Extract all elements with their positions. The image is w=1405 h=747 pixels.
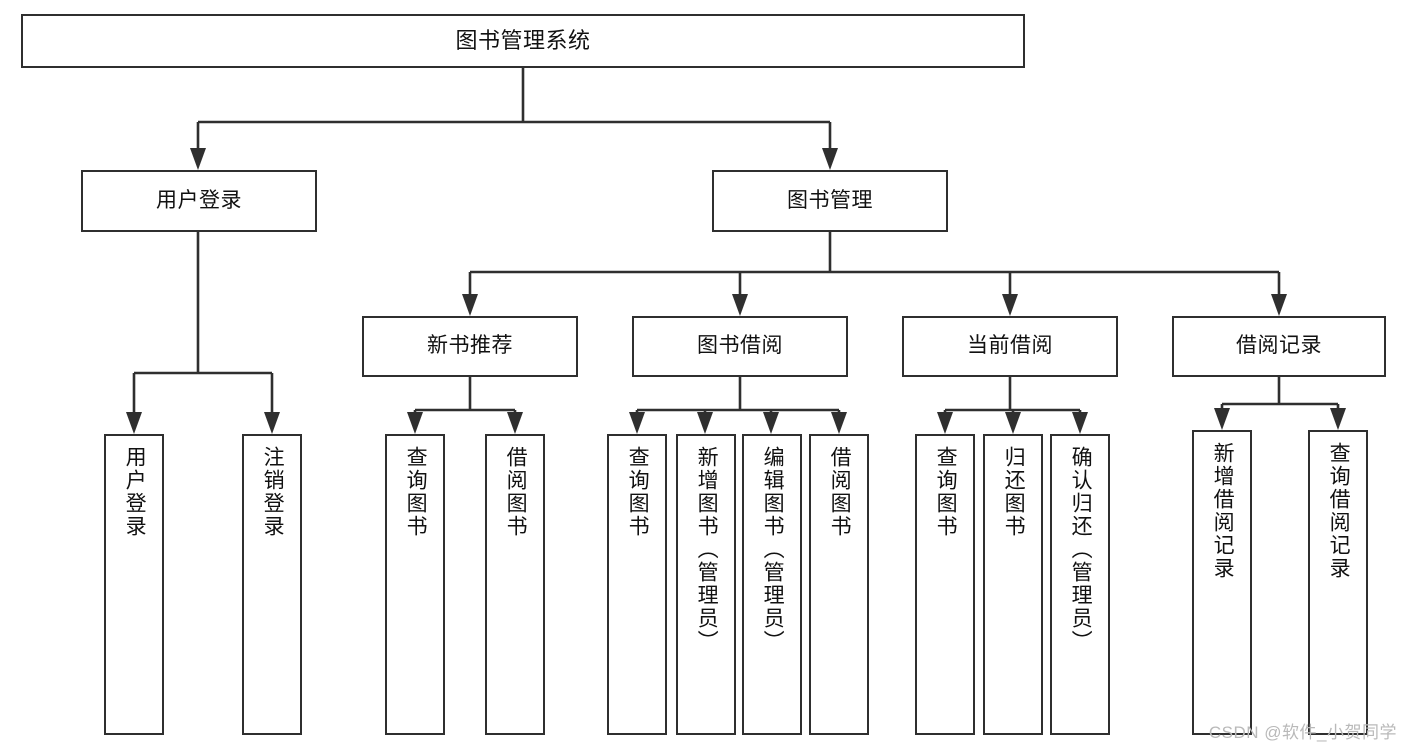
node-leaf-query-record-label: 查询借阅记录 bbox=[1327, 442, 1351, 580]
node-book-manage-label: 图书管理 bbox=[787, 188, 873, 212]
node-new-book-recommend[interactable]: 新书推荐 bbox=[362, 316, 578, 377]
arrow-head-leaf-query-book-3 bbox=[937, 412, 953, 434]
arrow-head-book-borrow bbox=[732, 294, 748, 316]
arrow-head-leaf-borrow-book-2 bbox=[831, 412, 847, 434]
node-current-borrow-label: 当前借阅 bbox=[967, 334, 1053, 358]
node-root-label: 图书管理系统 bbox=[455, 28, 591, 54]
arrow-head-book-manage bbox=[822, 148, 838, 170]
arrow-head-leaf-user-login bbox=[126, 412, 142, 434]
node-leaf-query-book-2[interactable]: 查询图书 bbox=[607, 434, 667, 735]
node-new-book-recommend-label: 新书推荐 bbox=[427, 334, 513, 358]
node-leaf-query-book-1-label: 查询图书 bbox=[404, 446, 428, 538]
node-leaf-edit-book[interactable]: 编辑图书（管理员） bbox=[742, 434, 802, 735]
node-leaf-borrow-book-1[interactable]: 借阅图书 bbox=[485, 434, 545, 735]
node-borrow-record[interactable]: 借阅记录 bbox=[1172, 316, 1386, 377]
node-leaf-edit-book-label: 编辑图书（管理员） bbox=[761, 446, 785, 653]
node-leaf-add-record[interactable]: 新增借阅记录 bbox=[1192, 430, 1252, 735]
node-leaf-query-book-1[interactable]: 查询图书 bbox=[385, 434, 445, 735]
arrow-head-leaf-query-record bbox=[1330, 408, 1346, 430]
node-leaf-logout[interactable]: 注销登录 bbox=[242, 434, 302, 735]
node-leaf-borrow-book-1-label: 借阅图书 bbox=[504, 446, 528, 538]
node-leaf-confirm-return[interactable]: 确认归还（管理员） bbox=[1050, 434, 1110, 735]
node-leaf-add-book[interactable]: 新增图书（管理员） bbox=[676, 434, 736, 735]
node-leaf-return-book-label: 归还图书 bbox=[1002, 446, 1026, 538]
arrow-head-leaf-return-book bbox=[1005, 412, 1021, 434]
node-leaf-logout-label: 注销登录 bbox=[261, 446, 285, 538]
arrow-head-leaf-logout bbox=[264, 412, 280, 434]
node-borrow-record-label: 借阅记录 bbox=[1236, 334, 1322, 358]
arrow-head-leaf-add-book bbox=[697, 412, 713, 434]
node-leaf-return-book[interactable]: 归还图书 bbox=[983, 434, 1043, 735]
node-leaf-confirm-return-label: 确认归还（管理员） bbox=[1069, 446, 1093, 653]
node-leaf-borrow-book-2[interactable]: 借阅图书 bbox=[809, 434, 869, 735]
node-leaf-user-login[interactable]: 用户登录 bbox=[104, 434, 164, 735]
node-book-manage[interactable]: 图书管理 bbox=[712, 170, 948, 232]
arrow-head-leaf-edit-book bbox=[763, 412, 779, 434]
node-leaf-query-book-2-label: 查询图书 bbox=[626, 446, 650, 538]
arrow-head-leaf-query-book-2 bbox=[629, 412, 645, 434]
arrow-head-current-borrow bbox=[1002, 294, 1018, 316]
watermark: CSDN @软件_小贺同学 bbox=[1208, 723, 1397, 742]
node-user-login-label: 用户登录 bbox=[156, 188, 242, 212]
node-book-borrow[interactable]: 图书借阅 bbox=[632, 316, 848, 377]
arrow-head-user-login bbox=[190, 148, 206, 170]
node-root[interactable]: 图书管理系统 bbox=[21, 14, 1025, 68]
node-leaf-add-book-label: 新增图书（管理员） bbox=[695, 446, 719, 653]
node-leaf-query-book-3-label: 查询图书 bbox=[934, 446, 958, 538]
arrow-head-new-book-rec bbox=[462, 294, 478, 316]
node-leaf-query-book-3[interactable]: 查询图书 bbox=[915, 434, 975, 735]
node-leaf-query-record[interactable]: 查询借阅记录 bbox=[1308, 430, 1368, 735]
node-leaf-borrow-book-2-label: 借阅图书 bbox=[828, 446, 852, 538]
node-book-borrow-label: 图书借阅 bbox=[697, 334, 783, 358]
node-leaf-add-record-label: 新增借阅记录 bbox=[1211, 442, 1235, 580]
arrow-head-leaf-borrow-book-1 bbox=[507, 412, 523, 434]
arrow-head-leaf-add-record bbox=[1214, 408, 1230, 430]
node-leaf-user-login-label: 用户登录 bbox=[123, 446, 147, 538]
node-current-borrow[interactable]: 当前借阅 bbox=[902, 316, 1118, 377]
arrow-head-leaf-confirm-return bbox=[1072, 412, 1088, 434]
arrow-head-leaf-query-book-1 bbox=[407, 412, 423, 434]
arrow-head-borrow-record bbox=[1271, 294, 1287, 316]
node-user-login[interactable]: 用户登录 bbox=[81, 170, 317, 232]
